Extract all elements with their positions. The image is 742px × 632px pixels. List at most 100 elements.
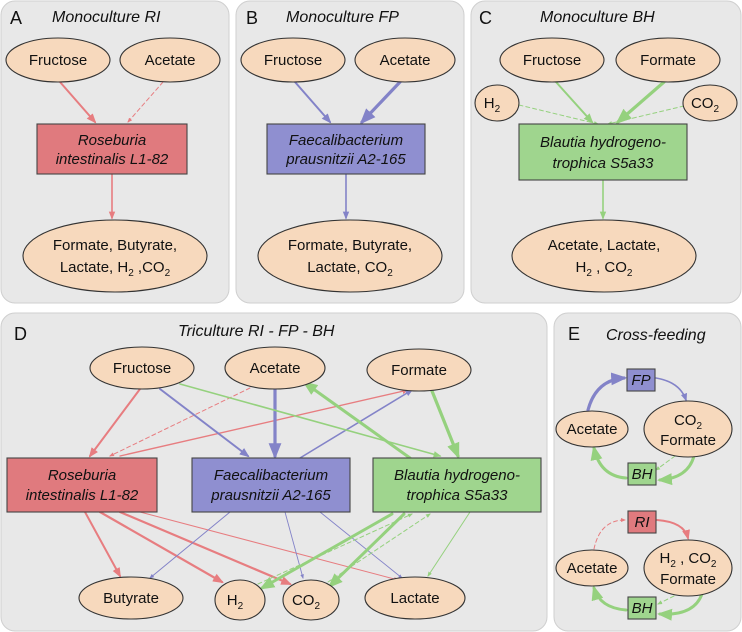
panel-c-title: Monoculture BH	[540, 9, 655, 26]
panel-e-ri-text: RI	[635, 514, 650, 531]
panel-d-bh-line2: trophica S5a33	[407, 487, 509, 504]
panel-e-h2co2-text: H2 , CO2	[660, 550, 717, 570]
arrow-d-ri-to-lactate	[139, 511, 399, 581]
panel-c-bh-line1: Blautia hydrogeno-	[540, 134, 666, 151]
panel-c-products-line1: Acetate, Lactate,	[548, 237, 661, 254]
panel-b-acetate-text: Acetate	[380, 52, 431, 69]
panel-c-label: C	[479, 8, 492, 28]
panel-a-acetate-text: Acetate	[145, 52, 196, 69]
arrow-a-acetate-to-ri	[127, 81, 164, 123]
panel-d-ri-line1: Roseburia	[48, 467, 116, 484]
arrow-b-fructose-to-fp	[294, 81, 332, 124]
panel-c-co2: CO2	[682, 84, 738, 122]
panel-a-bacterium-ri: Roseburia intestinalis L1-82	[36, 123, 188, 175]
panel-d-bacterium-bh: Blautia hydrogeno- trophica S5a33	[372, 457, 542, 513]
panel-a-title: Monoculture RI	[52, 9, 161, 26]
arrow-d-ri-to-h2	[98, 510, 224, 584]
arrow-c-co2-to-bh	[607, 105, 685, 126]
panel-a-products-line1: Formate, Butyrate,	[53, 237, 177, 254]
arrow-a-fructose-to-ri	[59, 81, 97, 124]
panel-b-acetate: Acetate	[354, 37, 456, 83]
arrow-d-fp-to-lactate	[319, 511, 403, 579]
panel-d-acetate: Acetate	[224, 346, 326, 390]
panel-e-co2-formate: CO2 Formate	[643, 400, 733, 458]
panel-b-fructose-text: Fructose	[264, 52, 322, 69]
panel-c-formate: Formate	[615, 37, 721, 83]
arrow-layer	[59, 80, 704, 621]
panel-b-label: B	[246, 8, 258, 28]
panel-d-fructose: Fructose	[89, 346, 195, 390]
panel-c-fructose-text: Fructose	[523, 52, 581, 69]
panel-e-title: Cross-feeding	[606, 327, 706, 344]
panel-d-bacterium-ri: Roseburia intestinalis L1-82	[6, 457, 158, 513]
panel-a-ri-line2: intestinalis L1-82	[56, 151, 169, 168]
arrow-d-fp-to-butyrate	[149, 511, 231, 579]
arrow-e-bh-to-acetate	[590, 445, 628, 480]
panel-d-lactate: Lactate	[364, 576, 466, 620]
panel-e-ri-box: RI	[627, 510, 657, 534]
arrow-e-bh-to-acetate-bottom	[591, 585, 628, 612]
panel-b-bacterium-fp: Faecalibacterium prausnitzii A2-165	[266, 123, 426, 175]
panel-e-acetate-bottom: Acetate	[555, 549, 629, 587]
arrow-d-h2-to-bh	[257, 513, 413, 585]
panel-b-products-line1: Formate, Butyrate,	[288, 237, 412, 254]
panel-b-fp-line1: Faecalibacterium	[289, 132, 403, 149]
arrow-e-acetate-to-fp	[586, 372, 628, 412]
panel-d-fp-line2: prausnitzii A2-165	[210, 487, 331, 504]
arrow-d-co2-to-bh	[327, 513, 431, 583]
panel-e-acetate-top-text: Acetate	[567, 421, 618, 438]
panel-e-fp-text: FP	[631, 372, 650, 389]
panel-a-fructose: Fructose	[5, 37, 111, 83]
arrow-d-bh-to-co2-thick	[327, 512, 406, 589]
panel-c-products-line2: H2 , CO2	[576, 259, 633, 279]
panel-e-co2-text: CO2	[674, 412, 703, 432]
panel-c-bacterium-bh: Blautia hydrogeno- trophica S5a33	[518, 123, 688, 181]
panel-d-ri-line2: intestinalis L1-82	[26, 487, 139, 504]
arrow-d-acetate-to-ri	[109, 387, 251, 457]
arrow-d-fructose-to-fp	[159, 388, 250, 458]
panel-b-fp-line2: prausnitzii A2-165	[285, 151, 406, 168]
panel-d-label: D	[14, 324, 27, 344]
arrow-d-ri-to-formate	[119, 388, 410, 457]
arrow-d-fp-to-formate	[299, 389, 414, 459]
arrow-c-formate-to-bh	[615, 80, 666, 125]
arrow-c-h2-to-bh	[518, 104, 599, 126]
panel-d-fp-line1: Faecalibacterium	[214, 467, 328, 484]
arrow-e-formate-to-bh-thick	[657, 454, 696, 486]
panel-c-formate-text: Formate	[640, 52, 696, 69]
panel-e-bh-box-bottom: BH	[627, 596, 657, 620]
panel-e-h2co2-formate: H2 , CO2 Formate	[643, 539, 733, 597]
panel-d-formate: Formate	[366, 348, 472, 392]
panel-c-co2-text: CO2	[691, 95, 720, 115]
arrow-d-fructose-to-ri	[88, 388, 141, 458]
panel-c-products: Acetate, Lactate, H2 , CO2	[511, 219, 697, 293]
panel-a-fructose-text: Fructose	[29, 52, 87, 69]
arrow-e-acetate-to-ri	[593, 518, 626, 550]
panel-d-butyrate-text: Butyrate	[103, 590, 159, 607]
arrow-b-acetate-to-fp	[359, 80, 402, 125]
panel-e-bh-bottom-text: BH	[632, 600, 653, 617]
panel-e-formate-bottom-text: Formate	[660, 571, 716, 588]
panel-b-products-line2: Lactate, CO2	[307, 259, 393, 279]
panel-d-bacterium-fp: Faecalibacterium prausnitzii A2-165	[191, 457, 351, 513]
panel-d-acetate-text: Acetate	[250, 360, 301, 377]
panel-a-products: Formate, Butyrate, Lactate, H2 ,CO2	[22, 219, 208, 293]
panel-a-acetate: Acetate	[119, 37, 221, 83]
arrow-d-ri-to-butyrate	[84, 511, 121, 578]
panel-a-ri-line1: Roseburia	[78, 132, 146, 149]
panel-a-products-line2: Lactate, H2 ,CO2	[60, 259, 171, 279]
panel-e-acetate-top: Acetate	[555, 410, 629, 448]
arrow-c-fructose-to-bh	[555, 81, 594, 124]
panel-c-bh-line2: trophica S5a33	[553, 155, 655, 172]
arrow-e-formate-to-bh-bottom	[657, 592, 704, 621]
arrow-d-bh-to-lactate	[427, 511, 471, 577]
panel-d-co2-text: CO2	[292, 592, 321, 612]
panel-d-butyrate: Butyrate	[78, 576, 184, 620]
panel-d-h2-text: H2	[227, 592, 244, 612]
panel-d-h2: H2	[214, 579, 266, 621]
arrow-d-formate-to-bh	[430, 389, 460, 459]
panel-b-products: Formate, Butyrate, Lactate, CO2	[257, 219, 443, 293]
panel-c-fructose: Fructose	[499, 37, 605, 83]
